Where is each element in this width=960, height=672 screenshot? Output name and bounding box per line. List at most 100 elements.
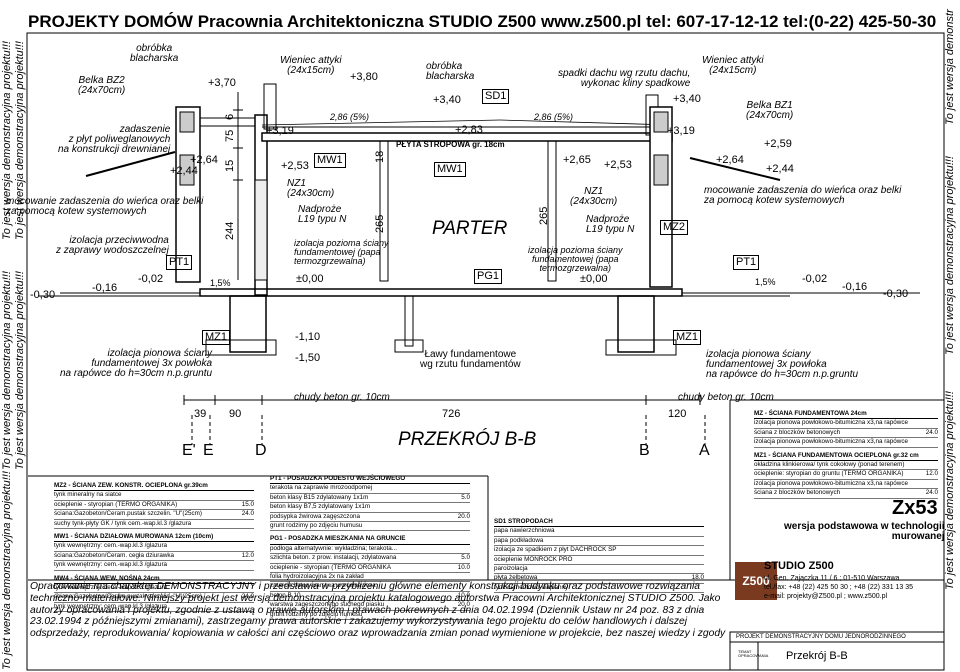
axis-e-prime: E' <box>182 442 196 459</box>
dim-726: 726 <box>442 408 461 420</box>
tag-mw1-left: MW1 <box>314 153 346 168</box>
tag-pt1-left: PT1 <box>166 255 193 270</box>
level-m110: -1,10 <box>295 331 321 343</box>
table-row: izolacja pionowa powłokowo-bitumiczna x3… <box>754 480 938 490</box>
table-row: grunt rodzimy po zdjęciu humusu <box>270 522 470 532</box>
table-row: ściana:Gazobeton/Ceram.pustak szczelin. … <box>54 593 254 603</box>
table-row: papa podkładowa <box>494 537 704 547</box>
titleblock-small: TEMAT OPRACOWANIA <box>738 649 769 658</box>
level-244a: +2,44 <box>170 165 198 177</box>
axis-a: A <box>699 442 710 459</box>
table-row: papa nawierzchniowa <box>494 527 704 537</box>
table-row: izolacja pionowa powłokowo-bitumiczna x3… <box>754 419 938 429</box>
level-m002a: -0,02 <box>138 273 164 285</box>
slope-left: 2,86 (5%) <box>330 112 370 122</box>
level-m030b: -0,30 <box>883 288 909 300</box>
table-row: folia hydroizolacyjna 2x na zakład <box>270 573 470 583</box>
dim-39: 39 <box>194 408 207 420</box>
level-340a: +3,40 <box>433 94 461 106</box>
dim-244: 244 <box>224 221 236 240</box>
dim-18: 18 <box>374 150 386 163</box>
axis-e: E <box>203 442 214 459</box>
label-obrobka-center: obróbka blacharska <box>426 61 475 82</box>
studio-logo: Z500 <box>735 562 777 600</box>
tag-mz1-left: MZ1 <box>202 330 230 345</box>
slope-right: 2,86 (5%) <box>534 112 574 122</box>
table-row: zatarcie beton-warstwa wyrównawcza <box>270 582 470 592</box>
level-000b: ±0,00 <box>580 273 608 285</box>
label-obrobka-left: obróbka blacharska <box>130 43 179 64</box>
label-nz1-left: NZ1 (24x30cm) <box>287 178 335 199</box>
label-wieniec-right: Wieniec attyki (24x15cm) <box>702 55 764 76</box>
label-mocowanie-right: mocowanie zadaszenia do wieńca oraz belk… <box>704 185 902 206</box>
table-row: tynk cementowo-wapienny <box>494 584 704 594</box>
label-izolacja-pionowa-right: izolacja pionowa ściany fundamentowej 3x… <box>706 349 859 380</box>
level-m016a: -0,16 <box>92 282 118 294</box>
label-spadki: spadki dachu wg rzutu dachu, wykonac kli… <box>558 68 691 89</box>
section-title: PRZEKRÓJ B-B <box>398 429 537 450</box>
label-izolacja-przeciwwodna: izolacja przeciwwodna z zaprawy wodoszcz… <box>56 235 169 256</box>
table-row: tynk wewnętrzny: cem.-wap.kl.3 /glazura <box>54 584 254 594</box>
table-row: okładzina klinkierowa/ tynk cokołowy (po… <box>754 461 938 471</box>
tag-mz2: MZ2 <box>660 220 688 235</box>
table-row: ściana:Gazobeton/Ceram.pustak szczelin. … <box>54 510 254 520</box>
layer-group-title: MW1 - ŚCIANA DZIAŁOWA MUROWANA 12cm (10c… <box>54 533 254 543</box>
level-m150: -1,50 <box>295 352 321 364</box>
label-mocowanie-left: mocowanie zadaszenia do wieńca oraz belk… <box>6 196 204 217</box>
dim-6: 6 <box>224 113 236 120</box>
label-belka-bz1: Belka BZ1 (24x70cm) <box>746 100 794 121</box>
room-label-parter: PARTER <box>432 218 508 239</box>
tag-mz1-right: MZ1 <box>673 330 701 345</box>
level-m016b: -0,16 <box>842 281 868 293</box>
disclaimer: Opracowanie ma charakter DEMONSTRACYJNY … <box>30 581 726 640</box>
table-row: terakota na zaprawie mrozoodpornej <box>270 484 470 494</box>
level-264b: +2,64 <box>716 154 744 166</box>
table-row: suchy tynk-płyty GK / tynk cem.-wap.kl.3… <box>54 520 254 530</box>
table-row: ocieplenie: styropian do gruntu (TERMO O… <box>754 470 938 480</box>
layer-group-title: PG1 - POSADZKA MIESZKANIA NA GRUNCIE <box>270 535 470 545</box>
level-319b: +3,19 <box>667 125 695 137</box>
level-319a: +3,19 <box>266 125 294 137</box>
label-izolacja-pozioma-left: izolacja pozioma ściany fundamentowej (p… <box>294 238 389 266</box>
table-row: podłoga alternatywnie: wykładzina; terak… <box>270 545 470 555</box>
axis-b: B <box>639 442 650 459</box>
level-265: +2,65 <box>563 154 591 166</box>
table-row: izolacja ze spadkiem z płyt DACHROCK SP <box>494 546 704 556</box>
pct-right: 1,5% <box>755 277 776 287</box>
layer-group-title: MW4 - ŚCIANA WEW. NOŚNA 24cm <box>54 575 254 585</box>
label-wieniec-left: Wieniec attyki (24x15cm) <box>280 55 342 76</box>
table-row: grunt rodzimy po zdjęciu humusu <box>270 611 470 621</box>
label-nadproze-right: Nadproże L19 typu N <box>586 214 635 235</box>
tag-pt1-right: PT1 <box>733 255 760 270</box>
studio-name: STUDIO Z500 <box>764 560 834 572</box>
table-row: szlichta beton. z prow. instalacji, zdyl… <box>270 554 470 564</box>
project-name: PROJEKT DEMONSTRACYJNY DOMU JEDNORODZINN… <box>736 634 906 640</box>
layer-table-left: MZ2 - ŚCIANA ZEW. KONSTR. OCIEPLONA gr.3… <box>54 482 254 613</box>
table-row: tynk wewnętrzny: cem.-wap.kl.3 /glazura <box>54 561 254 571</box>
level-259: +2,59 <box>764 138 792 150</box>
pct-left: 1,5% <box>210 278 231 288</box>
page-header: PROJEKTY DOMÓW Pracownia Architektoniczn… <box>28 12 937 31</box>
level-380: +3,80 <box>350 71 378 83</box>
layer-group-title: SD1 STROPODACH <box>494 518 704 528</box>
dim-265b: 265 <box>538 206 550 225</box>
label-nz1-right: NZ1 (24x30cm) <box>570 186 618 207</box>
layer-group-title: MZ2 - ŚCIANA ZEW. KONSTR. OCIEPLONA gr.3… <box>54 482 254 492</box>
project-code: Zx53 <box>892 497 938 519</box>
level-253b: +2,53 <box>604 159 632 171</box>
level-244b: +2,44 <box>766 163 794 175</box>
level-m030a: -0,30 <box>30 289 56 301</box>
label-izolacja-pionowa-left: izolacja pionowa ściany fundamentowej 3x… <box>60 348 213 379</box>
table-row: beton klasy B7,5 zdylatowany 1x1m <box>270 503 470 513</box>
